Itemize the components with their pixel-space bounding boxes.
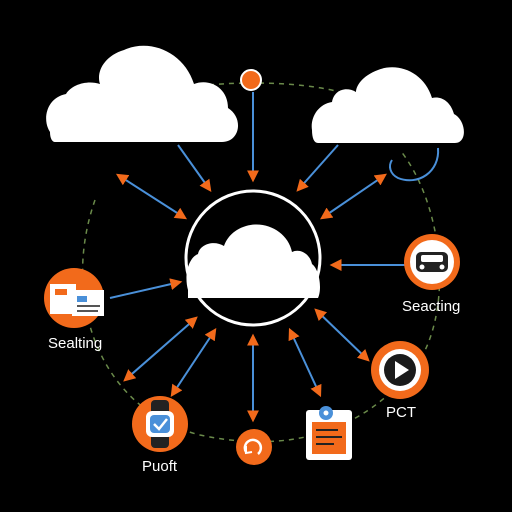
arrows: [109, 92, 405, 423]
orange-dot-icon: [240, 69, 262, 91]
car-icon: [404, 234, 460, 290]
arrow-cloud-right-down: [296, 144, 339, 192]
refresh-icon: [236, 429, 272, 465]
arrow-left-upper: [115, 173, 188, 220]
label-puoft: Puoft: [142, 458, 178, 475]
report-icon: [306, 406, 352, 460]
arrow-left-docs: [109, 278, 183, 299]
arrow-watch: [170, 327, 217, 398]
play-icon: [371, 341, 429, 399]
label-pct: PCT: [386, 404, 416, 421]
label-right: Seacting: [402, 298, 461, 315]
central-cloud-node: [184, 189, 322, 327]
cloud-top-right: [311, 67, 464, 182]
smartwatch-icon: [132, 396, 188, 452]
arrow-left-lower: [123, 316, 198, 382]
arrow-report: [288, 327, 322, 398]
arrow-play: [314, 308, 370, 362]
documents-icon: [44, 268, 104, 328]
label-left: Sealting: [48, 335, 103, 352]
arrow-right-upper: [320, 173, 387, 220]
cloud-top-left: [46, 45, 239, 142]
arrow-cloud-left-down: [177, 144, 212, 192]
